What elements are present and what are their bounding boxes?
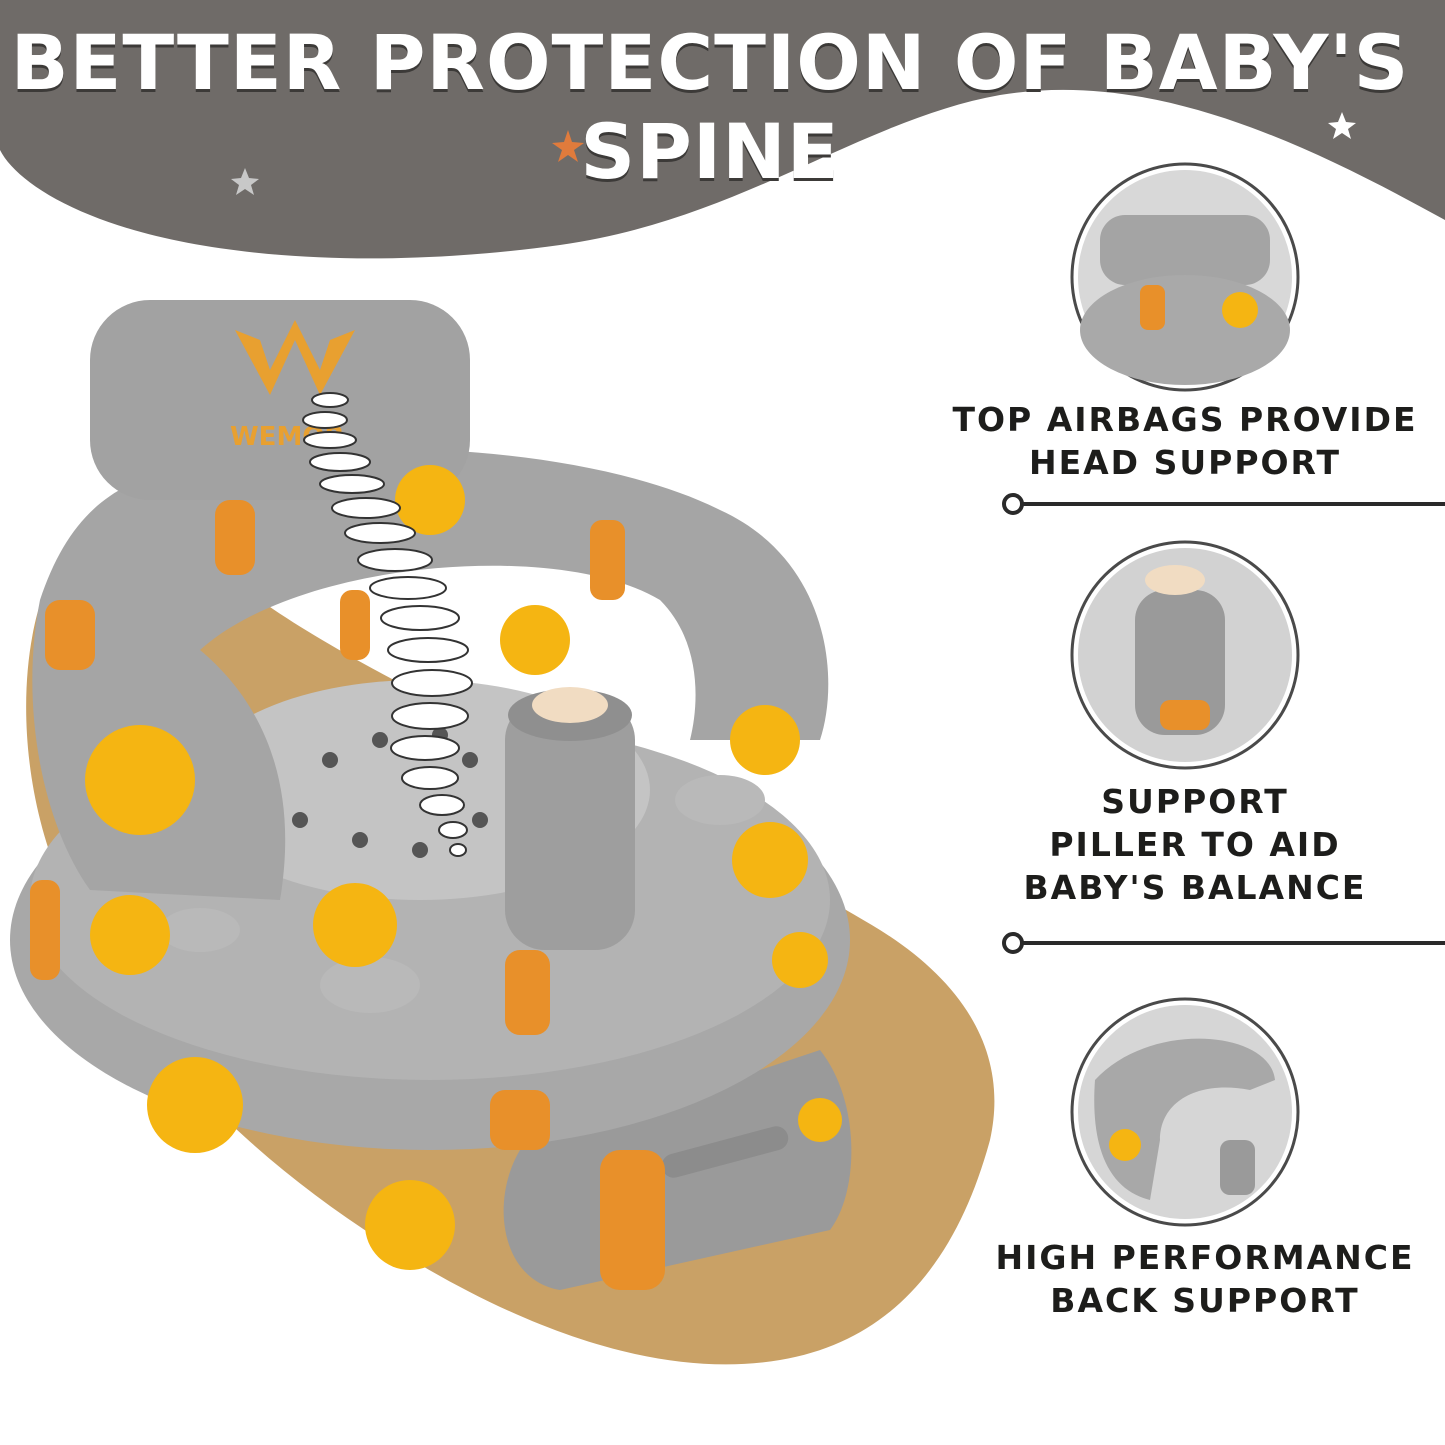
spine-illustration xyxy=(302,392,473,857)
star-icon xyxy=(231,168,259,195)
header-banner xyxy=(0,0,1445,259)
feature-line: TOP AIRBAGS PROVIDE xyxy=(952,400,1418,439)
feature-label-support-pillar: SUPPORT PILLER TO AID BABY'S BALANCE xyxy=(945,780,1445,909)
feature-thumbnail-2 xyxy=(1070,540,1300,770)
page-title: BETTER PROTECTION OF BABY'S SPINE xyxy=(10,18,1410,196)
feature-line: BACK SUPPORT xyxy=(1050,1281,1360,1320)
air-holes xyxy=(292,727,488,858)
feature-line: HIGH PERFORMANCE xyxy=(995,1238,1415,1277)
cup-holder xyxy=(675,775,765,825)
star-icon xyxy=(552,130,584,162)
cup-holder xyxy=(320,957,420,1013)
feature-label-back-support: HIGH PERFORMANCE BACK SUPPORT xyxy=(955,1236,1445,1322)
feature-thumbnail-1 xyxy=(1070,162,1300,392)
feature-line: PILLER TO AID xyxy=(1049,825,1341,864)
feature-line: BABY'S BALANCE xyxy=(1023,868,1367,907)
feature-label-head-support: TOP AIRBAGS PROVIDE HEAD SUPPORT xyxy=(935,398,1435,484)
flap-handle xyxy=(661,1126,789,1178)
headrest xyxy=(90,300,470,500)
divider-2 xyxy=(1002,932,1445,954)
feature-thumbnail-3 xyxy=(1070,997,1300,1227)
divider-1 xyxy=(1002,493,1445,515)
cup-holder xyxy=(160,908,240,952)
star-icon xyxy=(1328,112,1356,139)
cat-print-icon xyxy=(30,500,665,1290)
feature-line: HEAD SUPPORT xyxy=(1028,443,1341,482)
feature-line: SUPPORT xyxy=(1101,782,1289,821)
support-pillar xyxy=(505,700,635,950)
valve-cap-icon xyxy=(532,687,608,723)
sun-print-icon xyxy=(85,465,842,1270)
brand-logo-icon xyxy=(235,320,355,395)
